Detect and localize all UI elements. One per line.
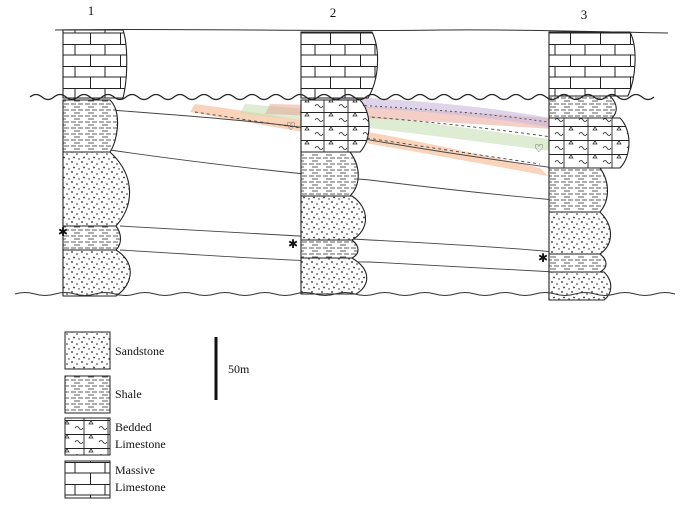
unconformity-wavy-line: [29, 93, 655, 101]
shale-unit: [300, 239, 359, 259]
legend-shale-swatch: [64, 375, 111, 414]
legend-shale-label: Shale: [115, 387, 142, 401]
sandstone-unit: [62, 151, 131, 227]
sandstone-unit: [300, 195, 366, 241]
bedded-limestone-unit: [548, 117, 630, 169]
sandstone-unit: [62, 249, 131, 297]
column-2-label: 2: [330, 5, 337, 20]
shale-unit: [548, 167, 609, 213]
correlation-line: [329, 103, 561, 125]
correlation-line: [109, 149, 556, 201]
shale-unit: [62, 99, 119, 153]
column-3-label: 3: [581, 7, 588, 22]
legend: Sandstone Shale Bedded Limestone Massive…: [64, 331, 166, 499]
column-1-label: 1: [88, 3, 95, 18]
legend-massive-limestone-swatch: [64, 460, 111, 499]
massive-limestone-unit: [300, 31, 379, 99]
asterisk-marker: ✱: [58, 225, 68, 239]
legend-bedded-limestone-label-2: Limestone: [115, 437, 166, 451]
correlation-line: [119, 249, 556, 273]
column-2: ✱ ♡: [286, 31, 379, 295]
correlation-line: [119, 225, 556, 253]
scale-bar-label: 50m: [228, 362, 250, 376]
base-wavy-line: [14, 292, 676, 296]
column-1: ✱: [58, 29, 131, 297]
legend-sandstone-label: Sandstone: [115, 344, 164, 358]
sandstone-unit: [548, 211, 612, 255]
legend-bedded-limestone-swatch: [64, 417, 111, 456]
purple-highlight-band: [330, 96, 560, 128]
bedded-limestone-unit: [300, 99, 370, 153]
legend-massive-limestone-label-1: Massive: [115, 463, 155, 477]
column-3: ✱ ♡: [534, 31, 636, 301]
shale-unit: [300, 151, 359, 197]
legend-massive-limestone-label-2: Limestone: [115, 480, 166, 494]
asterisk-marker: ✱: [538, 251, 548, 265]
fossil-marker: ♡: [534, 143, 544, 155]
shale-unit: [548, 253, 607, 273]
legend-sandstone-swatch: [64, 331, 111, 370]
shale-unit: [548, 95, 617, 119]
fossil-marker: ♡: [286, 121, 296, 133]
legend-bedded-limestone-label-1: Bedded: [115, 420, 152, 434]
massive-limestone-unit: [548, 31, 636, 97]
massive-limestone-unit: [62, 29, 128, 99]
asterisk-marker: ✱: [288, 237, 298, 251]
shale-unit: [62, 225, 122, 251]
sandstone-unit: [548, 271, 612, 301]
sandstone-unit: [300, 257, 368, 295]
